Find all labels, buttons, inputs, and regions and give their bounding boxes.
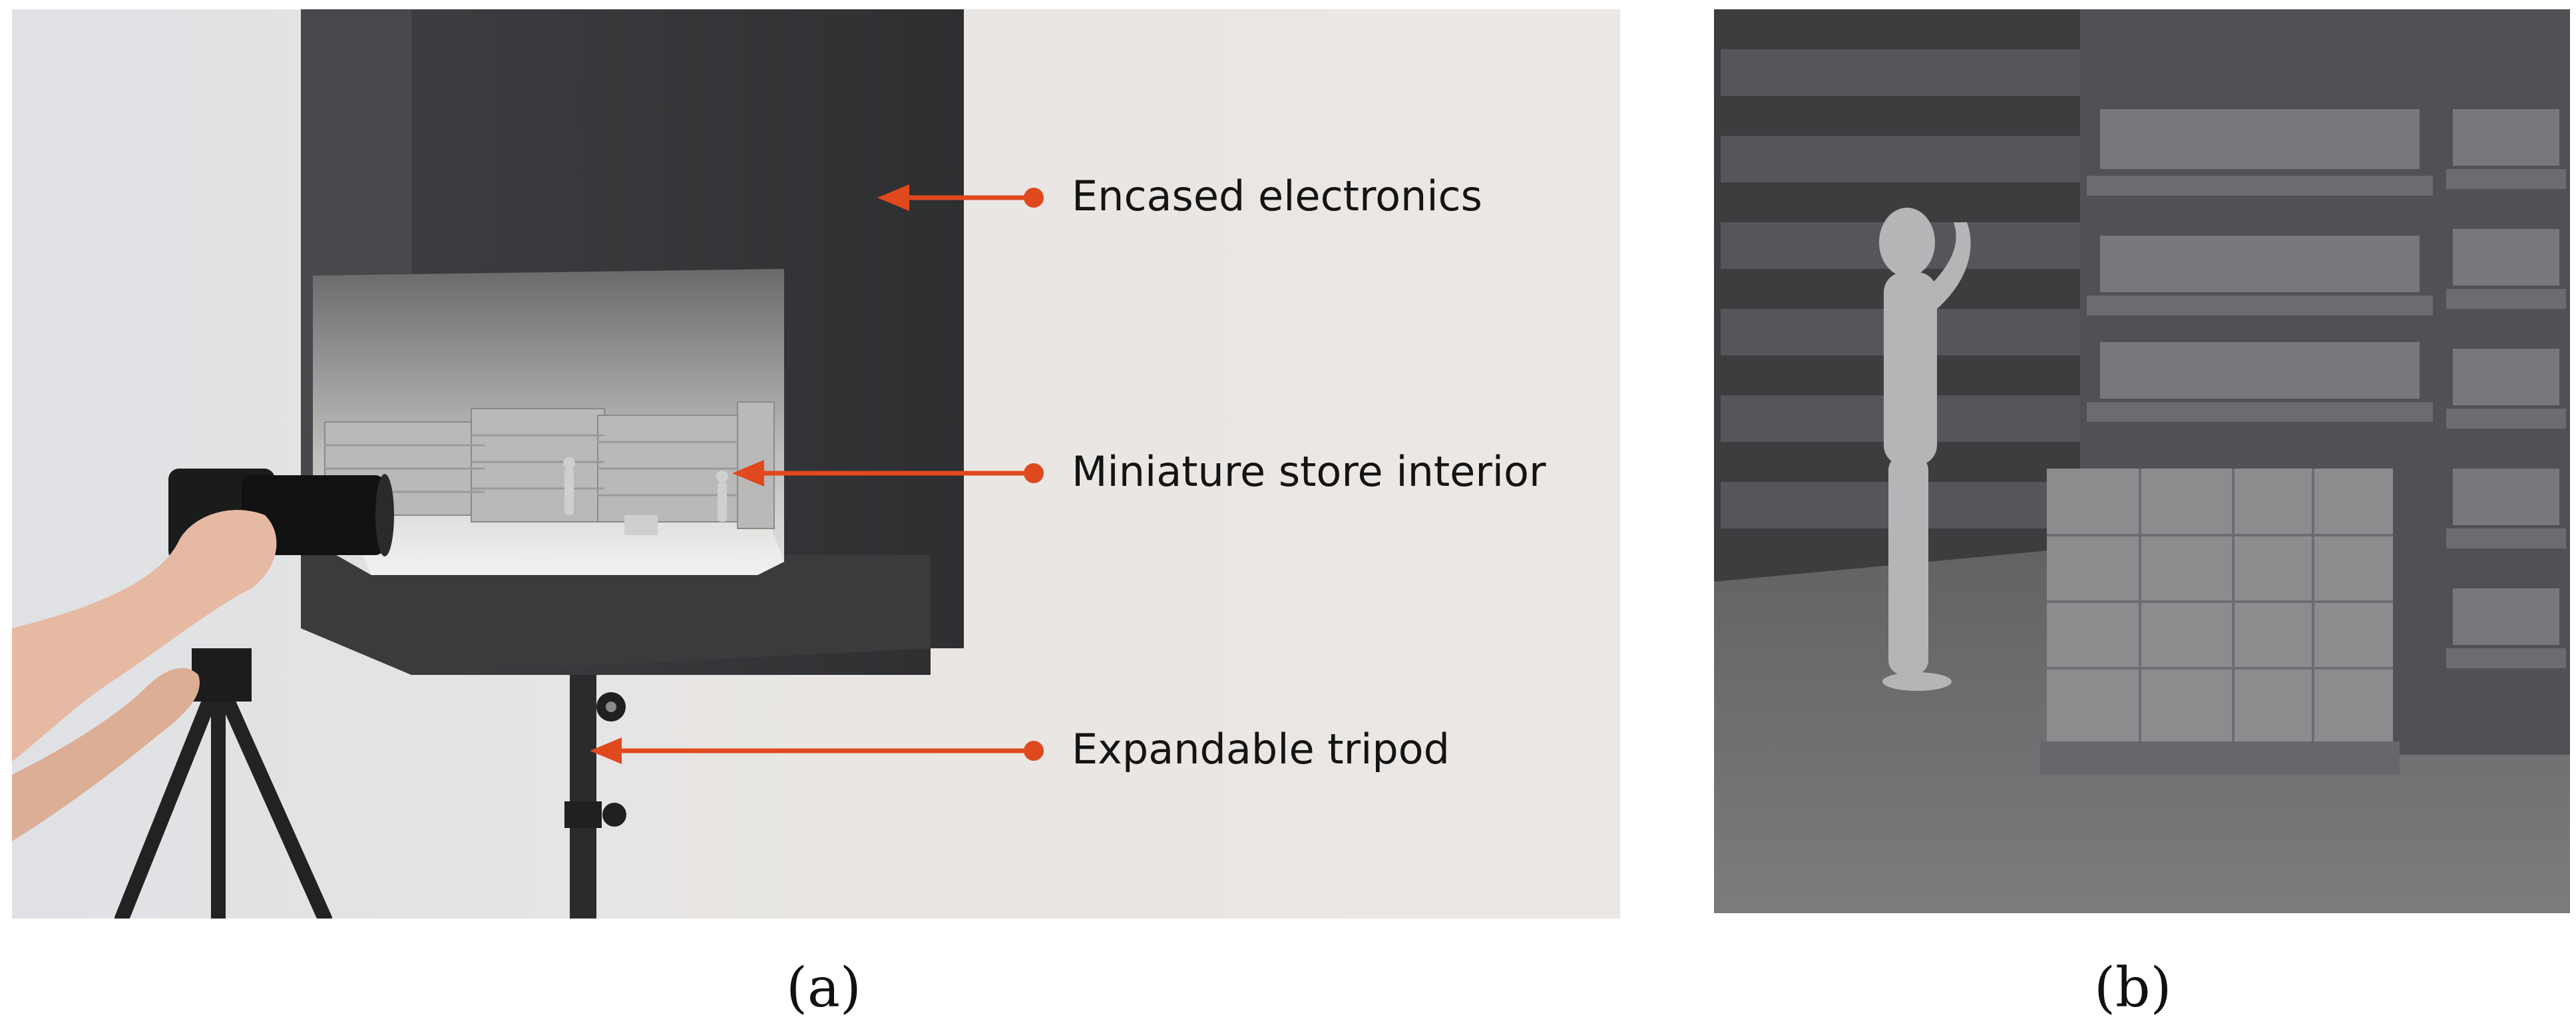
annotation-arrows <box>590 184 1044 764</box>
miniature-illustration <box>1714 9 2570 913</box>
apparatus-illustration <box>12 9 1620 919</box>
label-encased-electronics: Encased electronics <box>1072 172 1482 220</box>
photo-miniature-closeup <box>1714 9 2570 913</box>
photo-apparatus: Encased electronics Miniature store inte… <box>12 9 1620 919</box>
caption-b: (b) <box>2094 956 2172 1020</box>
label-expandable-tripod: Expandable tripod <box>1072 725 1450 773</box>
caption-a: (a) <box>786 956 861 1020</box>
label-miniature-store-interior: Miniature store interior <box>1072 447 1546 496</box>
